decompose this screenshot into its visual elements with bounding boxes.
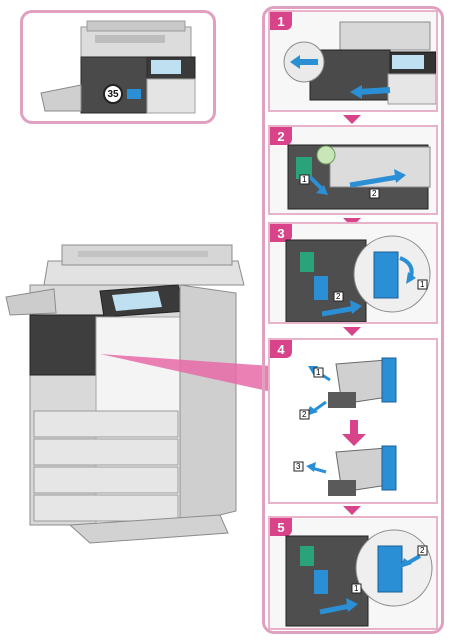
step-4-marker-1: 1	[316, 368, 321, 377]
step-5-panel: 5 2 1	[268, 516, 438, 630]
paper-drawer-2	[33, 438, 179, 466]
step-4-badge: 4	[270, 340, 292, 358]
step-3-badge: 3	[270, 224, 292, 242]
step-2-illustration	[287, 144, 431, 210]
step-1-illustration	[283, 21, 436, 105]
step-5-marker-1: 1	[354, 584, 359, 593]
step-3-marker-1: 1	[420, 280, 425, 289]
step-4-panel: 4 1 2 3	[268, 338, 438, 504]
overview-frame: 35	[20, 10, 216, 124]
paper-drawer-3	[33, 466, 179, 494]
overview-illustration	[40, 20, 196, 114]
step-3-arrow	[343, 327, 361, 336]
step-2-marker-2: 2	[372, 189, 377, 198]
overview-callout-number: 35	[107, 88, 119, 100]
step-3-illustration	[285, 235, 431, 322]
steps-frame	[262, 6, 444, 634]
step-4-arrow	[343, 506, 361, 515]
step-4-marker-2: 2	[302, 410, 307, 419]
machine-base	[68, 514, 229, 544]
paper-drawer-4	[33, 494, 179, 522]
step-5-badge: 5	[270, 518, 292, 536]
step-1-arrow	[343, 115, 361, 124]
paper-drawer-1	[33, 410, 179, 438]
step-3-marker-2: 2	[336, 292, 341, 301]
step-4-illustration	[293, 357, 397, 496]
step-4-marker-3: 3	[296, 462, 301, 471]
machine-illustration	[5, 244, 245, 544]
step-2-marker-1: 1	[302, 175, 307, 184]
step-2-panel: 2 1 2	[268, 125, 438, 215]
step-3-panel: 3 1 2	[268, 222, 438, 324]
step-5-illustration	[285, 529, 433, 627]
step-5-marker-2: 2	[420, 546, 425, 555]
step-2-badge: 2	[270, 127, 292, 145]
step-1-panel: 1	[268, 10, 438, 112]
overview-callout-circle: 35	[103, 84, 123, 104]
step-1-badge: 1	[270, 12, 292, 30]
finisher-tray	[5, 288, 57, 316]
